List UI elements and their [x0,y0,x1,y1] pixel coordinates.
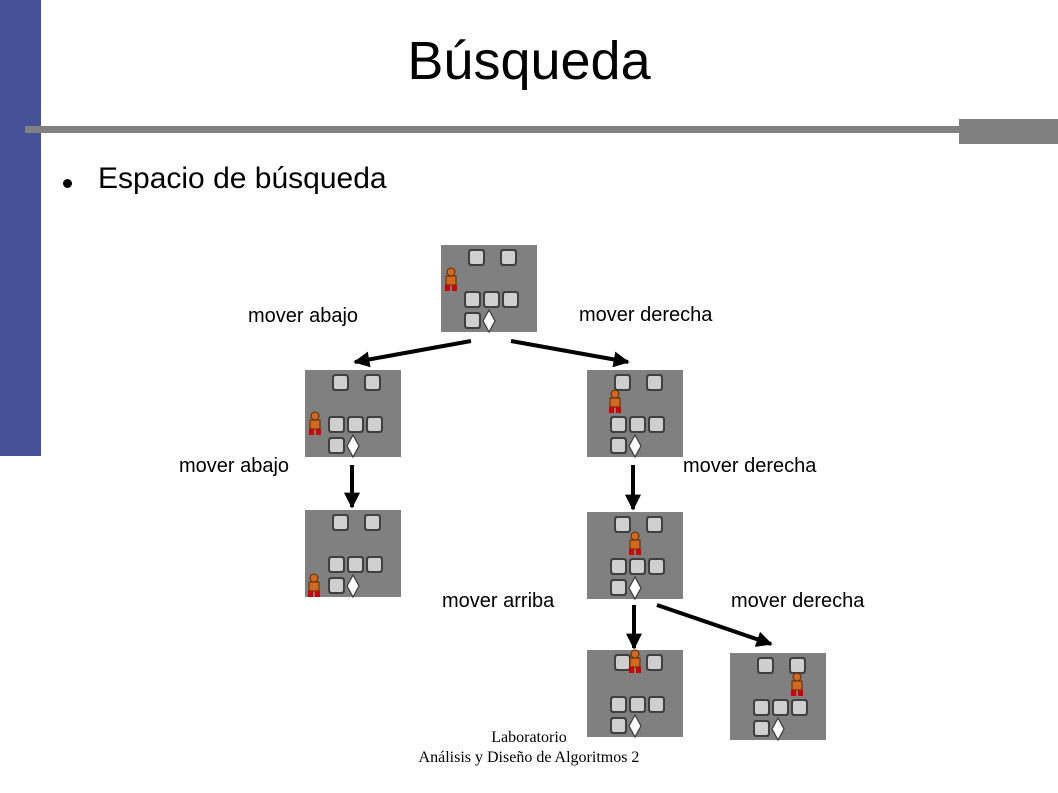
footer: Laboratorio Análisis y Diseño de Algorit… [0,728,1058,768]
state-board-right-1 [587,370,683,457]
label-root-right: mover derecha [579,304,713,326]
footer-line-1: Laboratorio [491,729,567,746]
label-root-left: mover abajo [248,305,358,327]
footer-line-2: Análisis y Diseño de Algoritmos 2 [418,749,640,766]
label-bottom-left: mover arriba [442,590,555,612]
bullet-icon [63,179,72,188]
state-board-left-3 [587,649,683,737]
state-board-left-1 [305,370,401,457]
bullet-text: Espacio de búsqueda [98,162,387,195]
title-divider [25,126,960,133]
state-board-right-2 [587,512,683,599]
arrow-bottom-right [656,603,773,647]
state-board-right-3 [730,653,826,740]
label-left-child: mover abajo [179,455,289,477]
arrow-root-left [353,339,472,368]
label-right-child: mover derecha [683,455,817,477]
state-board-left-2 [305,510,401,598]
slide-title: Búsqueda [407,31,651,91]
state-board-root [441,245,537,332]
arrow-root-right [510,339,630,368]
left-accent-bar [0,0,41,456]
title-divider-block [959,119,1058,144]
label-bottom-right: mover derecha [731,590,865,612]
